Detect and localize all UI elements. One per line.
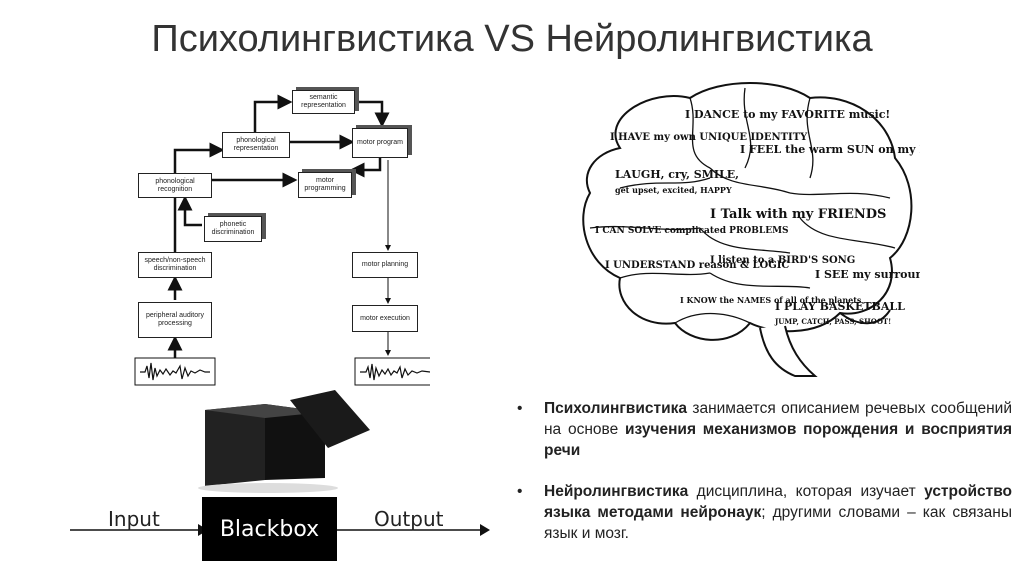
output-label: Output xyxy=(374,507,444,531)
phonological-rep-label: phonological representation xyxy=(233,137,279,152)
diagram-arrows xyxy=(134,94,430,386)
peripheral-label: peripheral auditory processing xyxy=(146,312,204,327)
bullet-text: занимается описанием речевых сообщений н… xyxy=(544,400,1012,438)
cerebellum xyxy=(839,309,891,325)
motor-program-box: motor program xyxy=(352,128,408,158)
brain-text-7: I CAN SOLVE complicated PROBLEMS xyxy=(595,226,789,236)
box-opening xyxy=(205,404,325,418)
blackbox-illustration: Input Blackbox Output xyxy=(60,390,500,570)
brain-text-13: JUMP, CATCH, PASS, SHOOT! xyxy=(774,317,891,326)
motor-programming-label: motor programming xyxy=(304,177,346,192)
bullet-dot: • xyxy=(517,400,523,417)
brain-outline xyxy=(582,82,913,341)
brain-text-12: I PLAY BASKETBALL xyxy=(775,300,905,313)
phonological-rec-label: phonological recognition xyxy=(155,177,195,193)
motor-program-label: motor program xyxy=(357,139,403,146)
definition-list: • Психолингвистика занимается описанием … xyxy=(512,398,1012,564)
motor-execution-box: motor execution xyxy=(352,305,418,332)
box-lid xyxy=(290,390,370,448)
term-neurolinguistics: Нейролингвистика xyxy=(544,483,689,500)
brain-text-9: I listen to a BIRD'S SONG xyxy=(710,255,855,266)
brain-text-8: I UNDERSTAND reason & LOGIC xyxy=(605,260,789,271)
brain-text-4: LAUGH, cry, SMILE, xyxy=(615,168,739,181)
peripheral-auditory-box: peripheral auditory processing xyxy=(138,302,212,338)
brain-text-6: I Talk with my FRIENDS xyxy=(710,207,886,222)
input-waveform xyxy=(140,362,210,381)
brain-stem xyxy=(759,325,818,377)
input-label: Input xyxy=(108,507,160,531)
brain-text-5: get upset, excited, HAPPY xyxy=(615,185,732,195)
box-shadow xyxy=(198,483,338,493)
bullet-text: дисциплина, которая изучает xyxy=(688,483,925,500)
brain-text-2: I DANCE to my FAVORITE music! xyxy=(685,108,890,121)
box-front xyxy=(205,404,265,486)
bullet-psycholinguistics: • Психолингвистика занимается описанием … xyxy=(512,398,1012,461)
brain-text-10: I SEE my surroundings xyxy=(815,268,920,281)
blackbox-graphics xyxy=(70,390,490,536)
output-waveform xyxy=(360,363,430,381)
bullet-text-end: ; другими словами – как связаны язык и м… xyxy=(544,504,1012,542)
brain-text-11: I KNOW the NAMES of all of the planets xyxy=(680,295,862,305)
brain-text-1: I HAVE my own UNIQUE IDENTITY xyxy=(610,132,808,143)
semantic-label: semantic representation xyxy=(301,94,346,109)
brain-illustration: I HAVE my own UNIQUE IDENTITY I DANCE to… xyxy=(582,82,920,377)
speech-nonspeech-box: speech/non-speech discrimination xyxy=(138,252,212,278)
phonetic-discrimination-box: phonetic discrimination xyxy=(204,216,262,242)
bullet-emphasis: устройство языка методами нейронаук xyxy=(544,483,1012,521)
motor-planning-label: motor planning xyxy=(361,261,409,268)
speech-processing-diagram: semantic representation phonological rep… xyxy=(130,80,430,390)
input-waveform-frame xyxy=(134,357,216,386)
motor-execution-label: motor execution xyxy=(360,314,410,322)
blackbox-box: Blackbox xyxy=(202,497,337,561)
output-waveform-frame xyxy=(354,357,430,386)
brain-text-3: I FEEL the warm SUN on my FACE xyxy=(740,143,920,156)
motor-planning-box: motor planning xyxy=(352,252,418,278)
bullet-emphasis: изучения механизмов порождения и восприя… xyxy=(544,421,1012,459)
term-psycholinguistics: Психолингвистика xyxy=(544,400,687,417)
motor-programming-box: motor programming xyxy=(298,172,352,198)
phonological-representation-box: phonological representation xyxy=(222,132,290,158)
slide-title: Психолингвистика VS Нейролингвистика xyxy=(151,18,873,60)
phonological-recognition-box: phonological recognition xyxy=(138,173,212,198)
output-arrow-head xyxy=(480,524,490,536)
speech-nonspeech-label: speech/non-speech discrimination xyxy=(144,257,206,272)
phonetic-label: phonetic discrimination xyxy=(211,221,255,236)
semantic-representation-box: semantic representation xyxy=(292,90,355,114)
bullet-dot: • xyxy=(517,483,523,500)
bullet-neurolinguistics: • Нейролингвистика дисциплина, которая и… xyxy=(512,481,1012,544)
